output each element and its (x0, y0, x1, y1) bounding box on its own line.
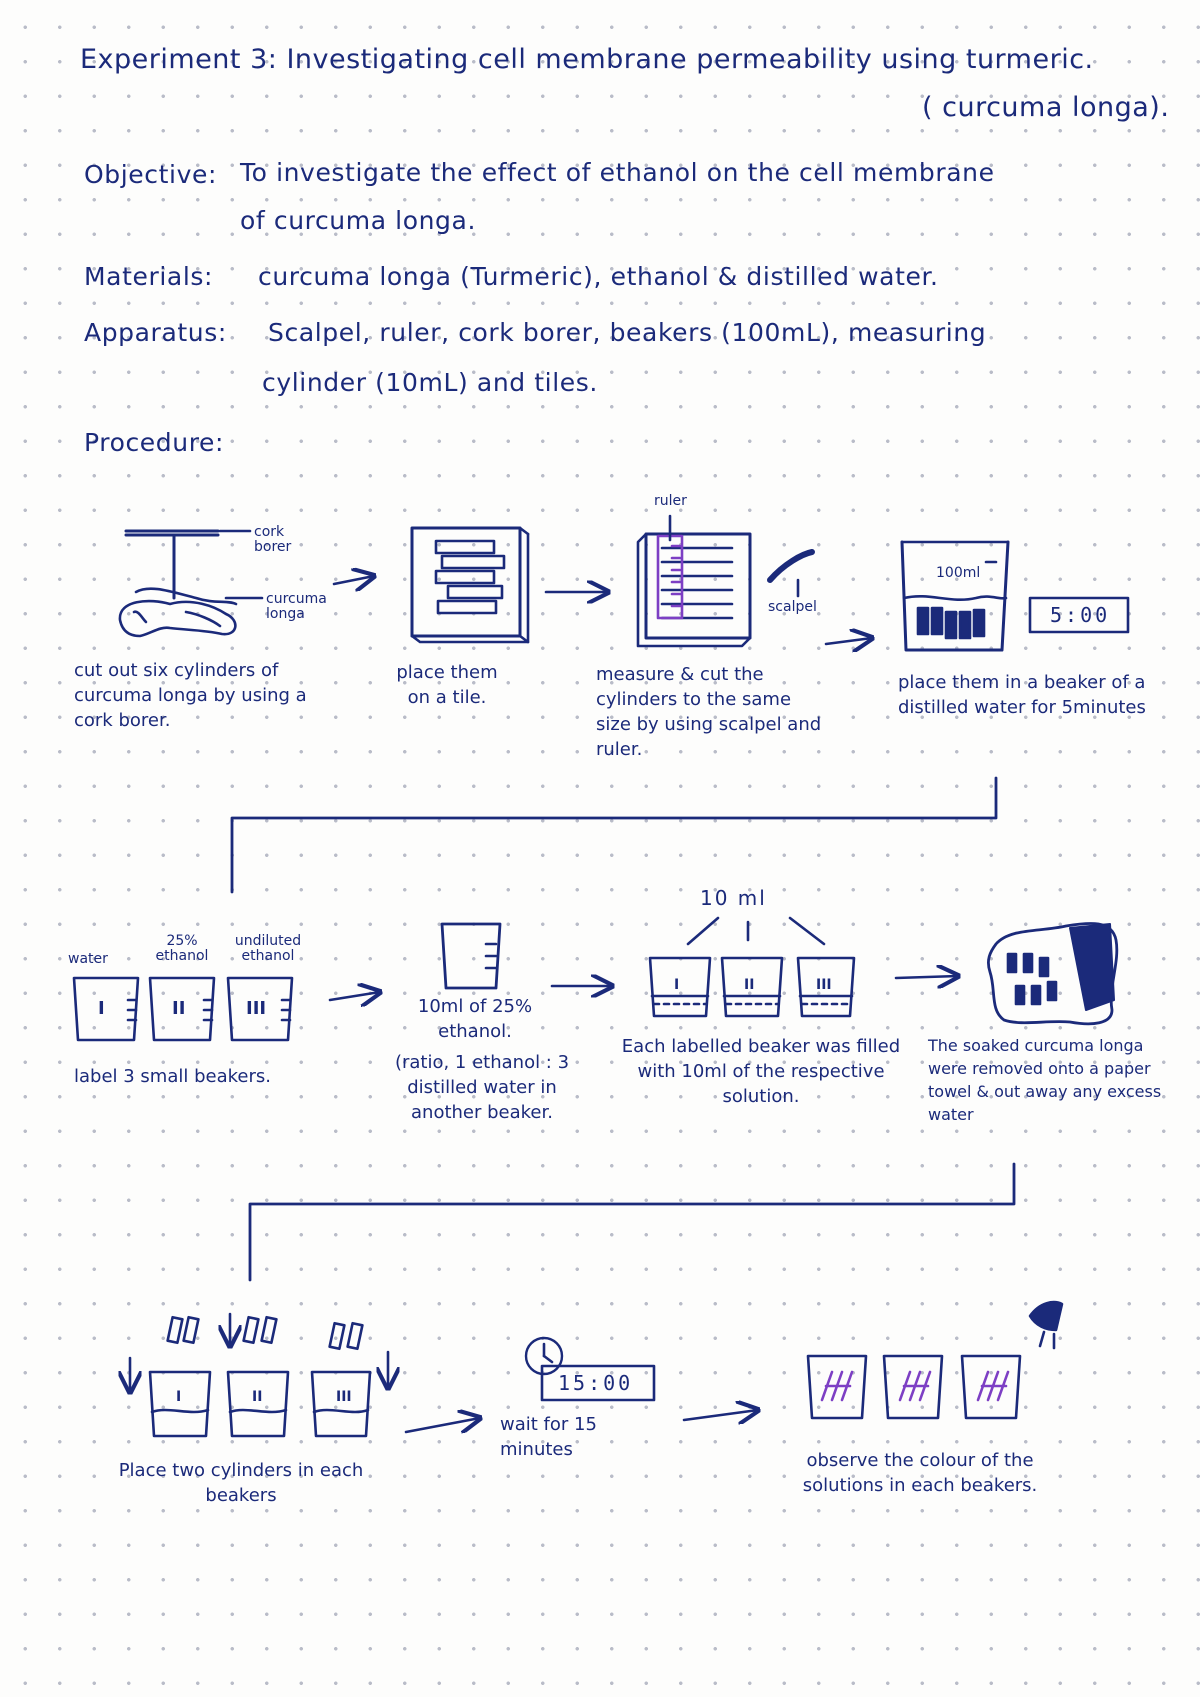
row3-beaker-number-3: III (336, 1389, 352, 1405)
curcuma-drawing (120, 589, 262, 636)
labelled-beakers-drawing (74, 978, 292, 1040)
caption-step-9: Place two cylinders in each beakers (118, 1460, 364, 1506)
label-curcuma-longa: curcuma longa (266, 591, 327, 622)
apparatus-text-2: cylinder (10mL) and tiles. (262, 368, 598, 397)
caption-step-6-top: 10ml of 25% ethanol. (417, 996, 533, 1042)
filled-beakers-drawing (650, 918, 854, 1016)
row3-beaker-number-2: II (252, 1389, 263, 1405)
measure-tile-drawing (638, 534, 750, 646)
materials-text: curcuma longa (Turmeric), ethanol & dist… (258, 262, 939, 291)
cork-borer-drawing (126, 531, 250, 598)
apparatus-text-1: Scalpel, ruler, cork borer, beakers (100… (268, 318, 987, 347)
timer-5min-drawing (1030, 598, 1128, 632)
materials-label: Materials: (84, 262, 214, 291)
caption-step-4: place them in a beaker of a distilled wa… (898, 672, 1146, 718)
caption-step-3: measure & cut the cylinders to the same … (596, 664, 822, 760)
objective-text-1: To investigate the effect of ethanol on … (240, 158, 995, 187)
objective-text-2: of curcuma longa. (240, 206, 476, 235)
drop-cylinders-drawing (130, 1314, 388, 1436)
beaker-number-3: III (246, 998, 267, 1019)
volume-10ml: 10 ml (700, 886, 767, 910)
title-line-2: ( curcuma longa). (922, 92, 1170, 123)
title-line-1: Experiment 3: Investigating cell membran… (80, 44, 1094, 75)
paper-towel-drawing (988, 923, 1116, 1023)
objective-label: Objective: (84, 160, 217, 189)
timer-5min-text: 5:00 (1050, 603, 1111, 627)
filled-beaker-number-3: III (816, 977, 832, 993)
label-undiluted-ethanol: undiluted ethanol (234, 933, 302, 964)
tile-drawing (412, 528, 528, 642)
row3-beaker-number-1: I (176, 1389, 182, 1405)
label-cork-borer: cork borer (254, 524, 292, 555)
label-water: water (68, 951, 108, 967)
ethanol-beaker-drawing (442, 924, 500, 988)
label-scalpel: scalpel (768, 599, 817, 615)
ruler-drawing (658, 516, 682, 618)
apparatus-label: Apparatus: (84, 318, 227, 347)
procedure-label: Procedure: (84, 428, 225, 457)
caption-step-6: (ratio, 1 ethanol : 3 distilled water in… (394, 1052, 570, 1123)
scalpel-drawing (770, 552, 812, 596)
filled-beaker-number-2: II (744, 977, 755, 993)
beaker-number-2: II (172, 998, 186, 1019)
beaker-number-1: I (98, 998, 105, 1019)
observe-beakers-drawing (808, 1302, 1062, 1418)
caption-step-1: cut out six cylinders of curcuma longa b… (74, 660, 307, 731)
caption-place-on-tile: place them on a tile. (396, 662, 498, 708)
label-25-ethanol: 25% ethanol (155, 933, 209, 964)
caption-step-10: wait for 15 minutes (500, 1414, 597, 1460)
caption-step-5: label 3 small beakers. (74, 1066, 271, 1087)
label-ruler: ruler (654, 493, 687, 509)
timer-15min-text: 15:00 (558, 1371, 634, 1395)
beaker-100ml-mark: 100ml (936, 565, 981, 581)
caption-step-11: observe the colour of the solutions in e… (802, 1450, 1038, 1496)
filled-beaker-number-1: I (674, 977, 680, 993)
caption-step-7: Each labelled beaker was filled with 10m… (621, 1036, 901, 1107)
caption-step-8: The soaked curcuma longa were removed on… (928, 1036, 1162, 1124)
timer-15min-drawing (526, 1338, 654, 1400)
water-beaker-drawing (902, 542, 1008, 650)
